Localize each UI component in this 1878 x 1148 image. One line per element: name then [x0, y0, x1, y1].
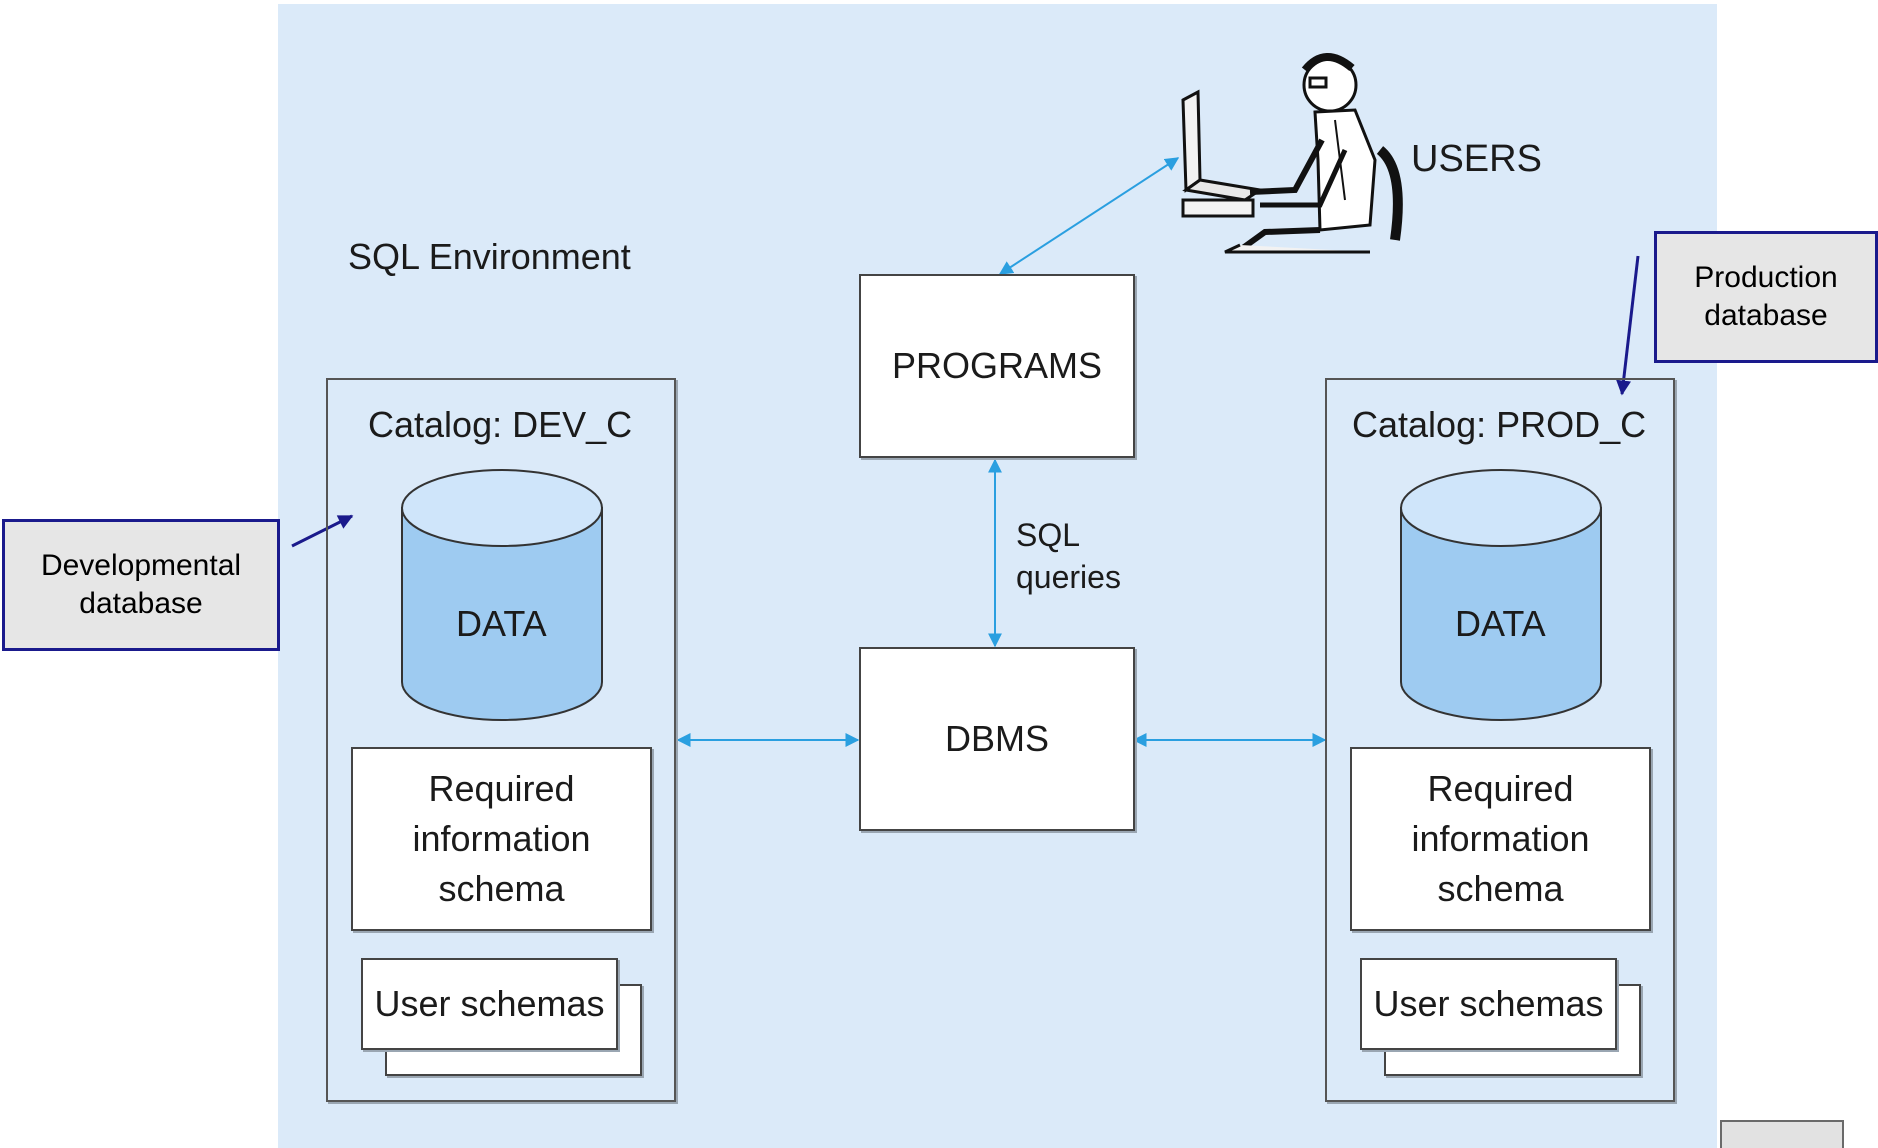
users-label: USERS: [1411, 138, 1542, 180]
developmental-pointer: [291, 514, 354, 548]
developmental-line2: database: [79, 587, 203, 620]
catalog-dev-title: Catalog: DEV_C: [368, 404, 633, 445]
catalog-prod-title: Catalog: PROD_C: [1352, 404, 1647, 445]
prod-info-schema-box: Required information schema: [1350, 747, 1651, 931]
prod-info-schema-line2: information: [1411, 818, 1590, 859]
dbms-box: DBMS: [859, 647, 1135, 831]
prod-info-schema-line1: Required: [1427, 768, 1574, 809]
production-callout: Production database: [1654, 231, 1878, 363]
dev-data-label: DATA: [456, 603, 547, 644]
dbms-label: DBMS: [944, 718, 1049, 759]
sql-queries-label: SQL queries: [1016, 514, 1121, 598]
catalog-prod: [1325, 378, 1675, 1102]
user-at-computer-icon: [1181, 53, 1403, 254]
production-line2: database: [1704, 299, 1828, 332]
prod-data-cylinder: [1400, 469, 1602, 721]
environment-label: SQL Environment: [348, 236, 631, 277]
prod-info-schema-line3: schema: [1437, 868, 1564, 909]
dev-user-schemas-label: User schemas: [374, 983, 605, 1024]
prod-user-schemas-label: User schemas: [1373, 983, 1604, 1024]
dev-user-schemas-box: User schemas: [361, 958, 618, 1050]
prod-data-label: DATA: [1455, 603, 1546, 644]
developmental-callout: Developmental database: [2, 519, 280, 651]
users-programs-arrow: [998, 157, 1180, 275]
dev-info-schema-box: Required information schema: [351, 747, 652, 931]
catalog-dev: [326, 378, 676, 1102]
dev-data-cylinder: [401, 469, 603, 721]
developmental-line1: Developmental: [40, 549, 242, 582]
programs-box: PROGRAMS: [859, 274, 1135, 458]
dev-info-schema-line1: Required: [428, 768, 575, 809]
production-line1: Production: [1694, 261, 1838, 294]
prod-user-schemas-box: User schemas: [1360, 958, 1617, 1050]
production-pointer: [1616, 255, 1640, 396]
programs-label: PROGRAMS: [891, 345, 1103, 386]
sql-queries-line2: queries: [1016, 559, 1121, 595]
sql-queries-line1: SQL: [1016, 517, 1081, 553]
slide-nav-button[interactable]: [1720, 1120, 1844, 1148]
dev-info-schema-line2: information: [412, 818, 591, 859]
dev-info-schema-line3: schema: [438, 868, 565, 909]
